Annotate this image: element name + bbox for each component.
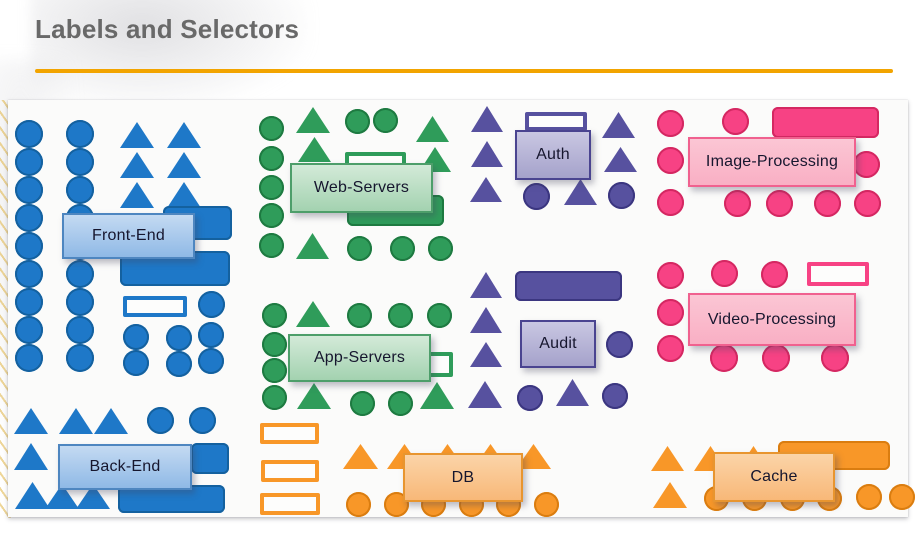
page-title: Labels and Selectors (35, 14, 300, 44)
title-underline (35, 69, 893, 73)
diagram-panel (8, 100, 908, 517)
